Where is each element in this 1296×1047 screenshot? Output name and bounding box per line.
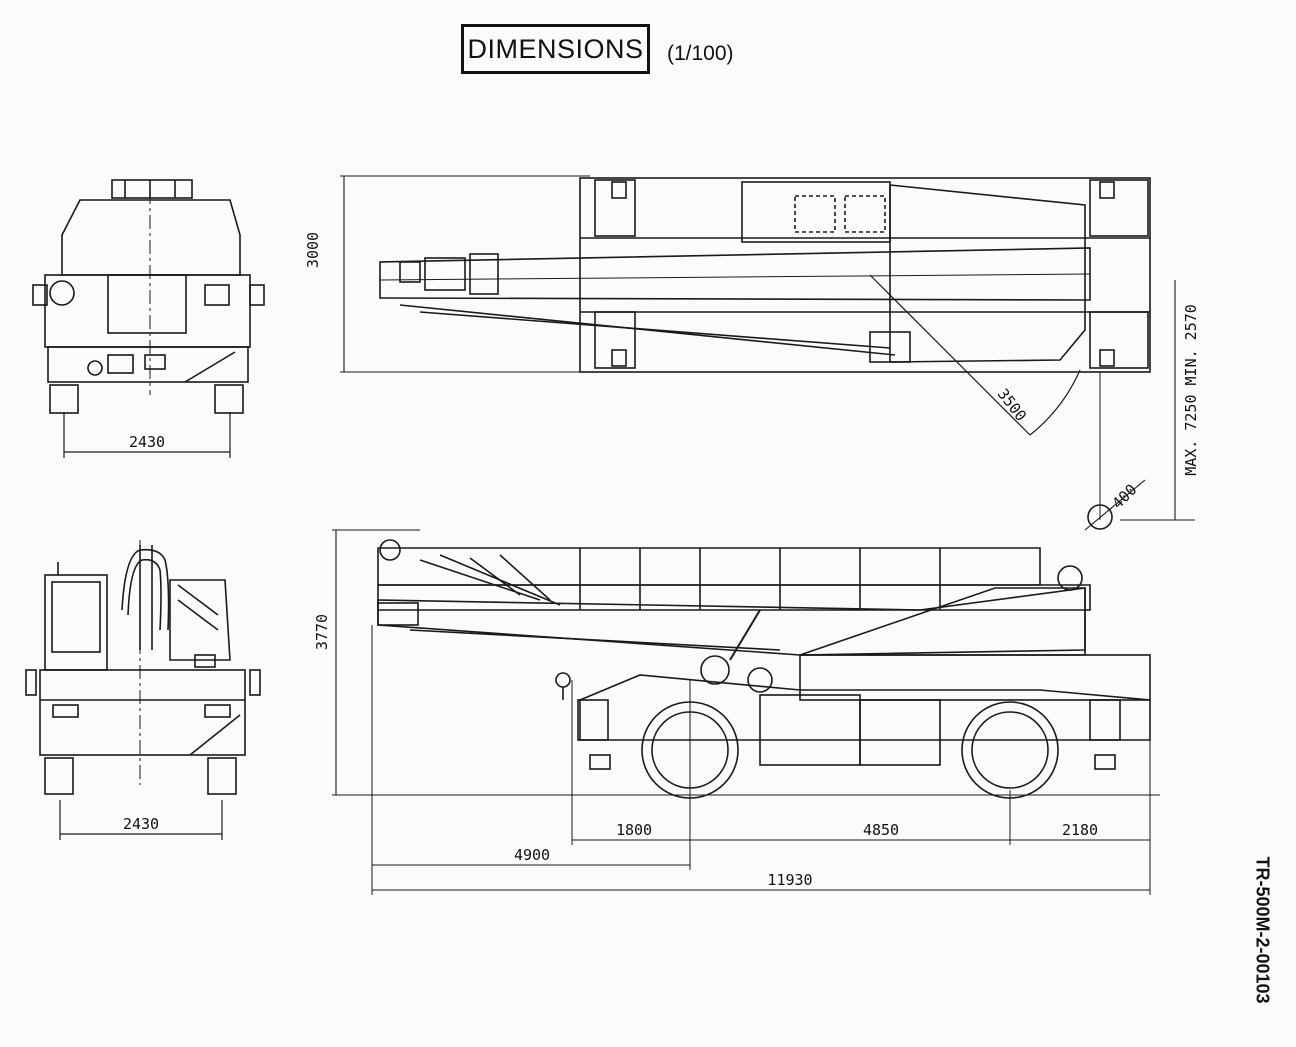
dim-front-track-top: 2430 bbox=[129, 433, 165, 451]
dim-top-width: 3000 bbox=[304, 232, 322, 268]
front-view-top bbox=[32, 179, 265, 458]
scale-label: (1/100) bbox=[667, 42, 734, 65]
page-title: DIMENSIONS bbox=[461, 24, 650, 74]
dim-overall-length: 11930 bbox=[767, 871, 812, 889]
top-view bbox=[340, 175, 1195, 531]
dim-height: 3770 bbox=[313, 614, 331, 650]
side-view bbox=[332, 529, 1160, 895]
dim-marker-diameter: 400 bbox=[1109, 481, 1141, 513]
dim-turning-radius: MAX. 7250 MIN. 2570 bbox=[1182, 304, 1200, 476]
dim-rear-overhang: 2180 bbox=[1062, 821, 1098, 839]
dim-wheelbase: 4850 bbox=[863, 821, 899, 839]
dim-front-overhang: 1800 bbox=[616, 821, 652, 839]
dim-front-track-bottom: 2430 bbox=[123, 815, 159, 833]
dim-boom-front: 4900 bbox=[514, 846, 550, 864]
rear-view bbox=[25, 540, 261, 840]
